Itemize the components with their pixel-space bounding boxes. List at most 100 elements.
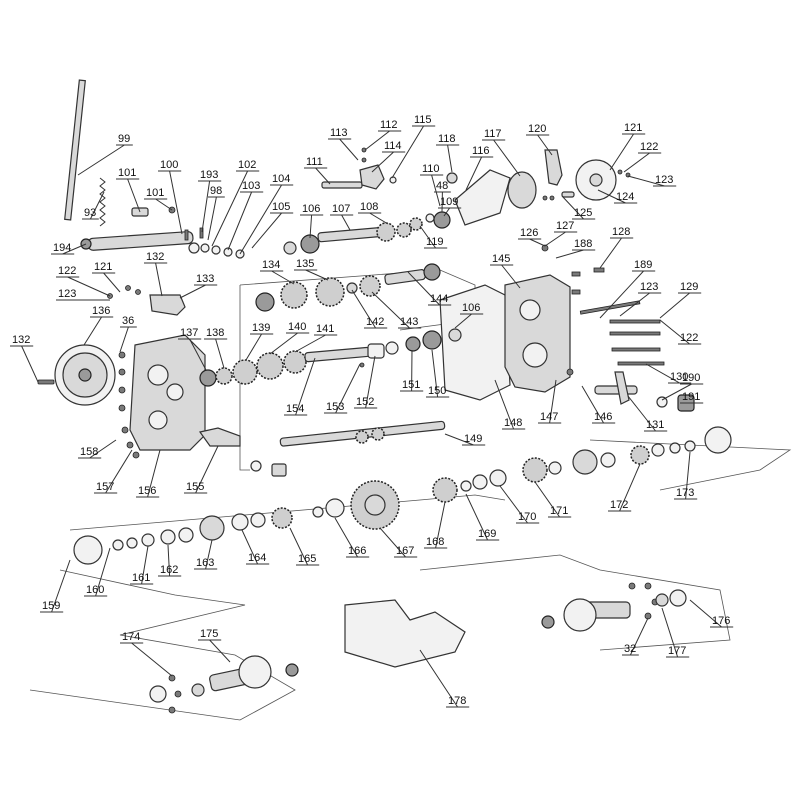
return-spring [99, 177, 106, 227]
ring [141, 533, 155, 547]
pulley-bolt [37, 379, 55, 385]
gear [271, 507, 293, 529]
part-label: 164 [248, 552, 266, 564]
small-bolt [566, 368, 574, 376]
leader-line [207, 196, 225, 241]
part-label: 144 [430, 293, 448, 305]
part-label: 178 [448, 695, 466, 707]
part-label: 123 [58, 288, 76, 300]
leader-line [674, 451, 698, 500]
ring [126, 537, 138, 549]
leader-line [358, 212, 389, 225]
ring [600, 452, 616, 468]
part-label: 142 [366, 316, 384, 328]
seal [669, 589, 687, 607]
leader-line [304, 167, 331, 185]
part-label: 112 [380, 119, 398, 131]
leader-line [294, 334, 338, 353]
leader-line [77, 144, 133, 176]
part-label: 149 [464, 433, 482, 445]
part-label: 122 [58, 265, 76, 277]
brake-lever [544, 149, 563, 186]
leader-line [211, 170, 260, 247]
part-label: 161 [132, 572, 150, 584]
part-label: 147 [540, 411, 558, 423]
long-bolt [617, 361, 665, 366]
leader-line [627, 395, 668, 432]
gear [432, 477, 458, 503]
leader-line [239, 184, 294, 255]
leader-line [465, 493, 500, 541]
small-bolt [118, 351, 126, 359]
ball [359, 362, 365, 368]
small-bolt [118, 368, 126, 376]
brake-drum-band [507, 171, 537, 209]
leader-line [518, 238, 546, 247]
small-bolt [644, 582, 652, 590]
linkage-bracket [149, 294, 186, 316]
part-label: 121 [624, 122, 642, 134]
part-label: 134 [262, 259, 280, 271]
center-gear-train [199, 263, 442, 387]
part-label: 99 [118, 133, 130, 145]
part-label: 151 [402, 379, 420, 391]
part-label: 155 [186, 481, 204, 493]
right-case-group [439, 244, 695, 412]
small-bolt [118, 404, 126, 412]
part-label: 158 [80, 446, 98, 458]
leader-line [661, 383, 704, 401]
leader-line [351, 289, 388, 329]
leader-line [379, 527, 418, 558]
needle-bearing [572, 449, 598, 475]
adjuster-screw [561, 191, 575, 198]
part-label: 135 [296, 258, 314, 270]
part-label: 143 [400, 316, 418, 328]
long-bolt [609, 319, 661, 324]
ring [178, 527, 194, 543]
ring [312, 506, 324, 518]
part-label: 170 [518, 511, 536, 523]
part-label: 132 [12, 334, 30, 346]
seal [448, 328, 462, 342]
part-label: 125 [574, 207, 592, 219]
ring [651, 443, 665, 457]
part-label: 190 [682, 372, 700, 384]
part-label: 172 [610, 499, 628, 511]
shift-fork [594, 385, 638, 395]
part-label: 153 [326, 401, 344, 413]
plug [271, 463, 287, 477]
part-label: 129 [680, 281, 698, 293]
gear [215, 367, 233, 385]
bearing [191, 683, 205, 697]
leader-line [371, 291, 422, 329]
leader-line [330, 214, 354, 231]
leader-line [116, 178, 141, 213]
leader-line [444, 433, 486, 446]
leader-line [40, 559, 71, 613]
leader-line [83, 316, 114, 346]
part-label: 176 [712, 615, 730, 627]
leader-line [609, 133, 646, 171]
leader-line [555, 249, 596, 259]
ring [489, 469, 507, 487]
axle-and-frame-group [149, 582, 687, 714]
part-label: 36 [122, 315, 134, 327]
pin [184, 229, 189, 241]
bearing [255, 292, 275, 312]
small-bolt [541, 244, 549, 252]
bearing [199, 369, 217, 387]
leader-line [661, 607, 690, 658]
leader-line [526, 134, 553, 156]
small-bolt [126, 441, 134, 449]
end-cover [704, 426, 732, 454]
ring [472, 474, 488, 490]
ring [425, 213, 435, 223]
part-label: 171 [550, 505, 568, 517]
small-bolt [135, 289, 141, 295]
brake-hub [589, 173, 603, 187]
leader-line [364, 130, 402, 151]
ring [669, 442, 681, 454]
ring [389, 176, 397, 184]
